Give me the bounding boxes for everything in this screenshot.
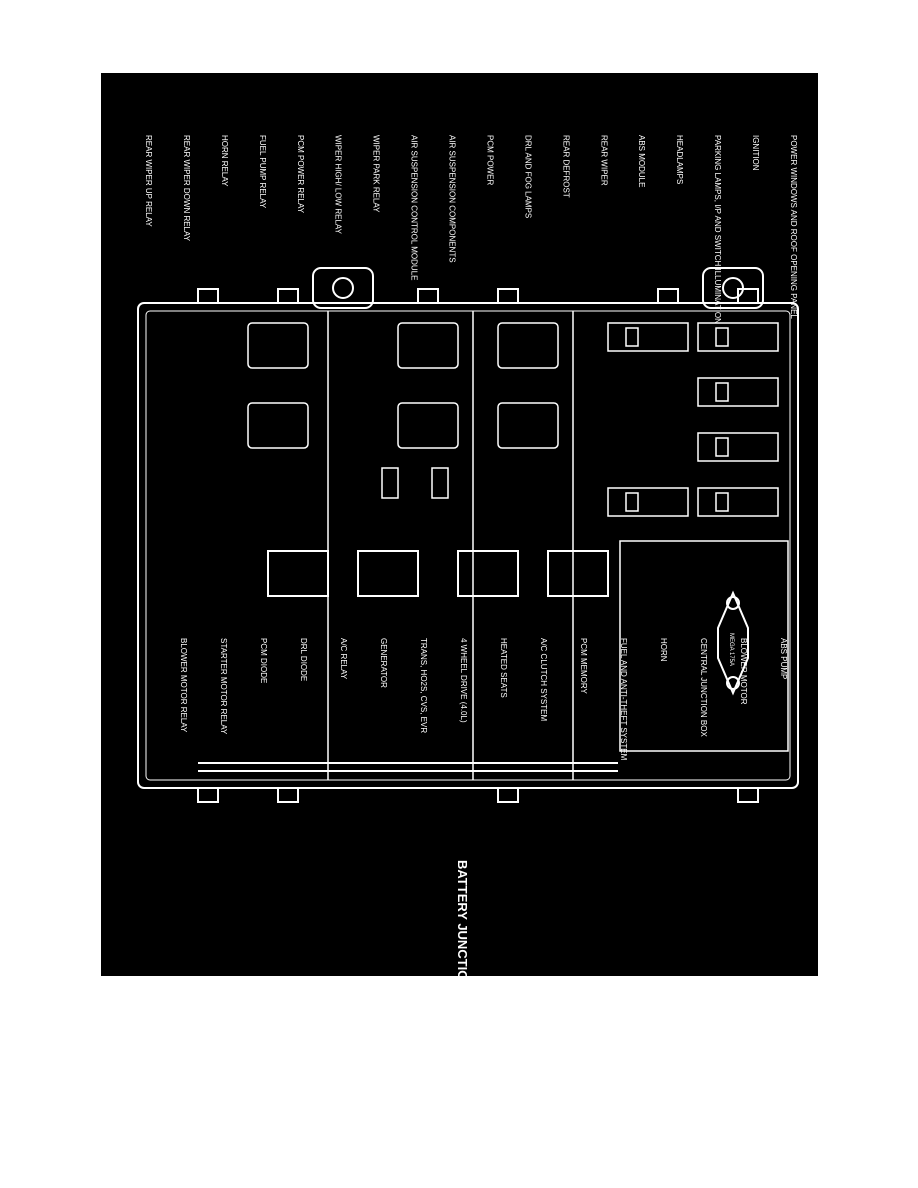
diode-1 xyxy=(431,467,449,499)
maxi-fuse-1 xyxy=(697,322,779,352)
top-label-14: PCM POWER RELAY xyxy=(296,135,305,214)
top-label-10: AIR SUSPENSION COMPONENTS xyxy=(448,135,457,263)
top-label-7: REAR DEFROST xyxy=(561,135,570,198)
top-label-4: HEADLAMPS xyxy=(675,135,684,184)
bottom-label-7: A/C CLUTCH SYSTEM xyxy=(539,638,548,721)
box-inner xyxy=(145,310,791,781)
bottom-label-6: PCM MEMORY xyxy=(579,638,588,695)
diagram-panel: MEGA 175A POWER WINDOWS AND ROOF OPENING… xyxy=(101,73,818,976)
bottom-label-4: HORN xyxy=(659,638,668,662)
top-label-13: WIPER HIGH/ LOW RELAY xyxy=(334,135,343,235)
bottom-label-3: CENTRAL JUNCTION BOX xyxy=(699,638,708,737)
top-label-6: REAR WIPER xyxy=(599,135,608,186)
relay-6 xyxy=(247,402,309,449)
fuse-section-frame xyxy=(619,540,789,752)
bottom-label-1: ABS PUMP xyxy=(779,638,788,679)
bottom-label-9: 4 WHEEL DRIVE (4.0L) xyxy=(459,638,468,723)
top-label-16: HORN RELAY xyxy=(220,135,229,187)
top-label-5: ABS MODULE xyxy=(637,135,646,187)
bottom-label-12: A/C RELAY xyxy=(339,638,348,680)
mega-fuse-label: MEGA 175A xyxy=(728,633,734,666)
top-label-18: REAR WIPER UP RELAY xyxy=(144,135,153,227)
title-text: BATTERY JUNCTION BOX xyxy=(455,860,470,1022)
mega-fuse: MEGA 175A xyxy=(717,590,749,696)
maxi-fuse-4 xyxy=(697,487,779,517)
bottom-label-8: HEATED SEATS xyxy=(499,638,508,698)
maxi-fuse-5 xyxy=(607,322,689,352)
maxi-fuse-2 xyxy=(697,377,779,407)
top-label-15: FUEL PUMP RELAY xyxy=(258,135,267,209)
top-label-9: PCM POWER xyxy=(485,135,494,185)
maxi-fuse-group xyxy=(607,322,779,517)
bottom-label-5: FUEL AND ANTI-THEFT SYSTEM xyxy=(619,638,628,761)
top-label-8: DRL AND FOG LAMPS xyxy=(523,135,532,218)
box-outer xyxy=(137,302,799,789)
diagram-title: BATTERY JUNCTION BOX xyxy=(430,860,490,1022)
maxi-fuse-6 xyxy=(607,487,689,517)
top-label-3: PARKING LAMPS, I/P AND SWITCH ILLUMINATI… xyxy=(713,135,722,324)
diode-group xyxy=(381,467,449,499)
top-label-12: WIPER PARK RELAY xyxy=(372,135,381,213)
relay-5 xyxy=(247,322,309,369)
bottom-label-2: BLOWER MOTOR xyxy=(739,638,748,705)
relay-1 xyxy=(497,322,559,369)
maxi-fuse-3 xyxy=(697,432,779,462)
bottom-label-11: GENERATOR xyxy=(379,638,388,688)
relay-3 xyxy=(397,322,459,369)
bottom-label-16: BLOWER MOTOR RELAY xyxy=(179,638,188,733)
junction-box-diagram: MEGA 175A POWER WINDOWS AND ROOF OPENING… xyxy=(137,135,799,803)
bottom-label-13: DRL DIODE xyxy=(299,638,308,681)
top-label-17: REAR WIPER DOWN RELAY xyxy=(182,135,191,242)
top-label-1: POWER WINDOWS AND ROOF OPENING PANEL xyxy=(789,135,798,319)
bottom-label-10: TRANS, HO2S, CVS, EVR xyxy=(419,638,428,733)
junction-box-body xyxy=(137,267,799,803)
diode-2 xyxy=(381,467,399,499)
top-label-2: IGNITION xyxy=(751,135,760,171)
bottom-label-14: PCM DIODE xyxy=(259,638,268,683)
relay-2 xyxy=(497,402,559,449)
relay-4 xyxy=(397,402,459,449)
relay-group xyxy=(247,322,559,449)
top-label-11: AIR SUSPENSION CONTROL MODULE xyxy=(410,135,419,281)
bottom-label-15: STARTER MOTOR RELAY xyxy=(219,638,228,735)
